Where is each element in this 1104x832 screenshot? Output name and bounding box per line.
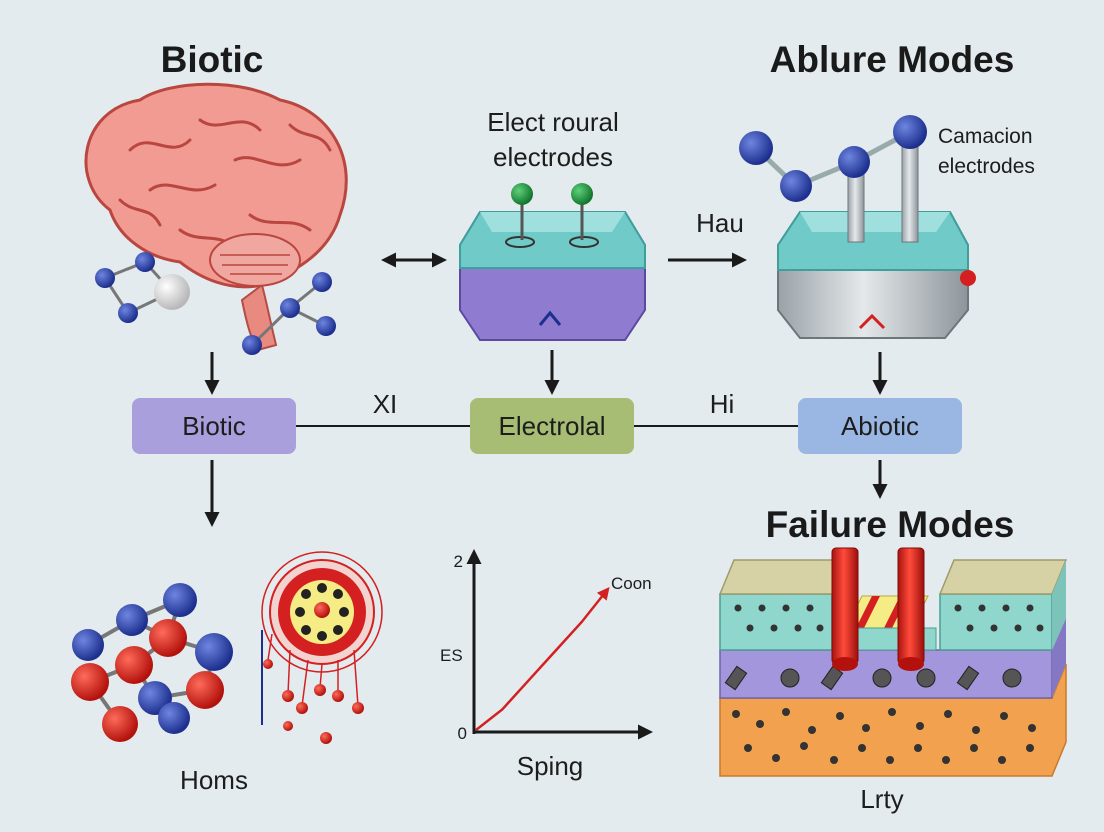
caption-homs: Homs [180,765,248,795]
chart-series-coon-line [475,586,610,731]
right-label-line1: Camacion [938,125,1033,148]
chart-x-label: Sping [517,751,584,781]
connector-label-xi: XI [373,389,398,419]
box-electrolal-label: Electrolal [499,411,606,441]
center-label-line2: electrodes [493,142,613,172]
molecule-brain-right [242,272,336,355]
hau-label: Hau [696,208,744,238]
molecule-cluster [71,583,233,742]
chart-series-label: Coon [611,574,652,593]
box-biotic-label: Biotic [182,411,246,441]
brain-illustration [84,82,348,352]
box-biotic: Biotic [132,398,296,454]
chart-y-tick-2: 2 [454,552,463,571]
molecule-left [95,252,190,323]
center-electrode-block [459,183,646,341]
box-electrolal: Electrolal [470,398,634,454]
box-abiotic-label: Abiotic [841,411,919,441]
line-chart: 2 0 ES Sping Coon [440,549,653,781]
box-abiotic: Abiotic [798,398,962,454]
heading-biotic: Biotic [161,39,264,80]
right-label-line2: electrodes [938,155,1035,178]
cell-target [261,551,383,744]
failure-layer-block [718,547,1068,777]
chart-y-label: ES [440,646,463,665]
connector-label-hi: Hi [710,389,735,419]
chart-y-tick-0: 0 [458,724,467,743]
caption-lrty: Lrty [860,784,903,814]
heading-failure-modes: Failure Modes [766,504,1015,545]
center-label-line1: Elect roural [487,107,619,137]
right-electrode-block [739,115,976,339]
heading-ablure-modes: Ablure Modes [770,39,1015,80]
